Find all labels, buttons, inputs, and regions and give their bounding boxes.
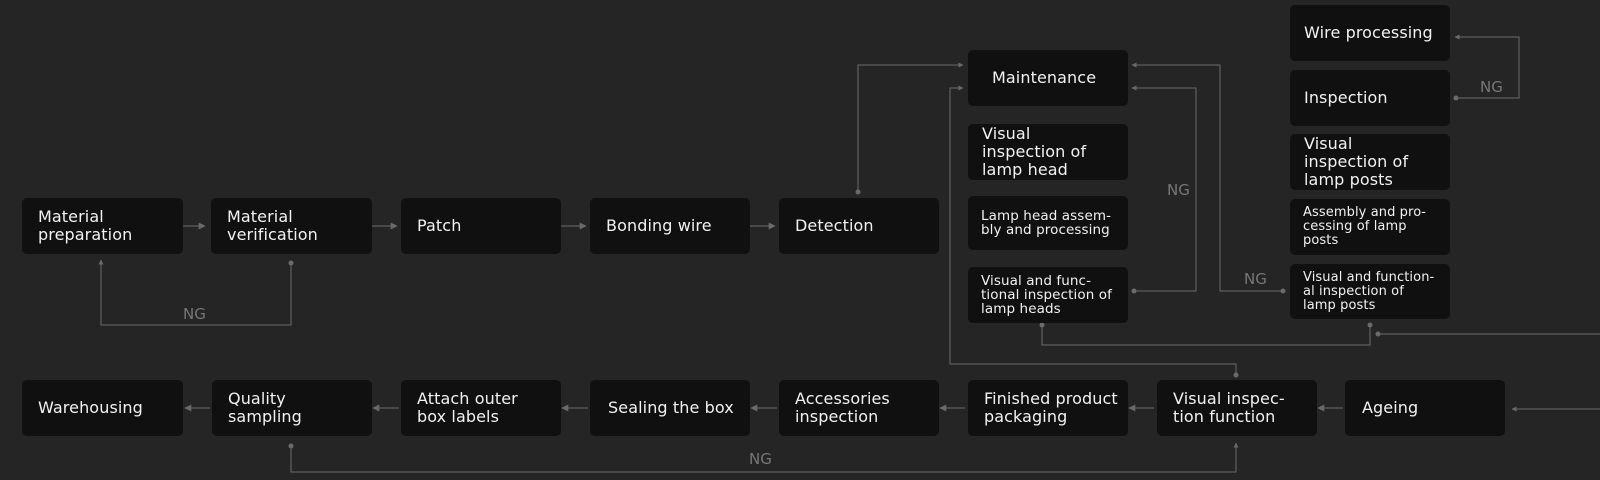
node-accessories-inspection: Accessories inspection [779, 380, 939, 436]
node-assembly-lamp-posts: Assembly and pro­cessing of lamp posts [1290, 199, 1450, 255]
ng-loop-quality [290, 442, 1239, 473]
node-label: Material verification [227, 207, 318, 244]
node-warehousing: Warehousing [22, 380, 183, 436]
ng-label-quality: NG [749, 450, 772, 468]
node-visual-functional-lamp-posts: Visual and function­al inspection of lam… [1290, 264, 1450, 319]
node-label: Accessories inspection [795, 389, 890, 426]
ng-label-material: NG [183, 305, 206, 323]
node-sealing-the-box: Sealing the box [590, 380, 750, 436]
node-label: Detection [795, 216, 874, 235]
ng-loop-material [98, 259, 292, 326]
node-label: Visual inspection of lamp posts [1304, 134, 1409, 189]
node-label: Maintenance [992, 68, 1097, 87]
ng-label-wire: NG [1480, 78, 1503, 96]
node-ageing: Ageing [1345, 380, 1505, 436]
node-label: Lamp head assem­bly and processing [981, 208, 1111, 238]
node-finished-product-packaging: Finished product packaging [968, 380, 1128, 436]
node-label: Wire processing [1304, 23, 1433, 42]
node-visual-inspection-function: Visual inspec­tion function [1157, 380, 1317, 436]
node-label: Finished product packaging [984, 389, 1118, 426]
node-label: Patch [417, 216, 462, 235]
dot-detection [855, 189, 861, 195]
node-attach-outer-box-labels: Attach outer box labels [401, 380, 561, 436]
node-label: Visual inspection of lamp head [982, 124, 1087, 179]
ng-loop-lamp-posts [1131, 62, 1283, 292]
node-label: Visual and function­al inspection of lam… [1303, 269, 1435, 313]
node-label: Sealing the box [608, 398, 734, 417]
connector-heads-to-posts-join [1041, 325, 1371, 346]
ng-label-lamp-heads: NG [1167, 181, 1190, 199]
connector-posts-to-ageing [1378, 333, 1600, 412]
dot-inspection [1453, 95, 1459, 101]
node-label: Ageing [1362, 398, 1419, 417]
node-visual-inspection-lamp-head: Visual inspection of lamp head [968, 124, 1128, 180]
node-label: Material preparation [38, 207, 133, 244]
ng-loop-wire [1454, 34, 1520, 99]
dot-lamp-posts [1280, 288, 1286, 294]
node-detection: Detection [779, 198, 939, 254]
dot-material-verification [288, 260, 294, 266]
node-maintenance: Maintenance [968, 50, 1128, 106]
ng-label-lamp-posts: NG [1244, 270, 1267, 288]
node-material-verification: Material verification [211, 198, 372, 254]
node-label: Warehousing [38, 398, 143, 417]
node-label: Visual and func­tional inspection of lam… [981, 273, 1112, 317]
dot-lamp-heads [1131, 288, 1137, 294]
node-label: Attach outer box labels [417, 389, 518, 426]
node-inspection: Inspection [1290, 70, 1450, 126]
node-patch: Patch [401, 198, 561, 254]
dot-visual-function [1233, 372, 1239, 378]
dot-posts-bottom [1367, 322, 1373, 328]
node-label: Quality sampling [228, 389, 302, 426]
node-label: Inspection [1304, 88, 1388, 107]
node-label: Visual inspec­tion function [1173, 389, 1285, 426]
ng-loop-lamp-heads [1131, 85, 1197, 292]
dot-posts-join [1375, 331, 1381, 337]
node-label: Assembly and pro­cessing of lamp posts [1303, 205, 1426, 248]
dot-heads-bottom [1039, 322, 1045, 328]
node-lamp-head-assembly: Lamp head assem­bly and processing [968, 196, 1128, 250]
connector-detection-to-maintenance [857, 62, 964, 192]
node-visual-inspection-lamp-posts: Visual inspection of lamp posts [1290, 134, 1450, 190]
node-bonding-wire: Bonding wire [590, 198, 750, 254]
node-quality-sampling: Quality sampling [212, 380, 372, 436]
node-material-preparation: Material preparation [22, 198, 183, 254]
dot-quality [288, 443, 294, 449]
node-wire-processing: Wire processing [1290, 5, 1450, 61]
node-visual-functional-lamp-heads: Visual and func­tional inspection of lam… [968, 267, 1128, 323]
connector-visual-function-to-maintenance [949, 85, 1237, 375]
node-label: Bonding wire [606, 216, 712, 235]
